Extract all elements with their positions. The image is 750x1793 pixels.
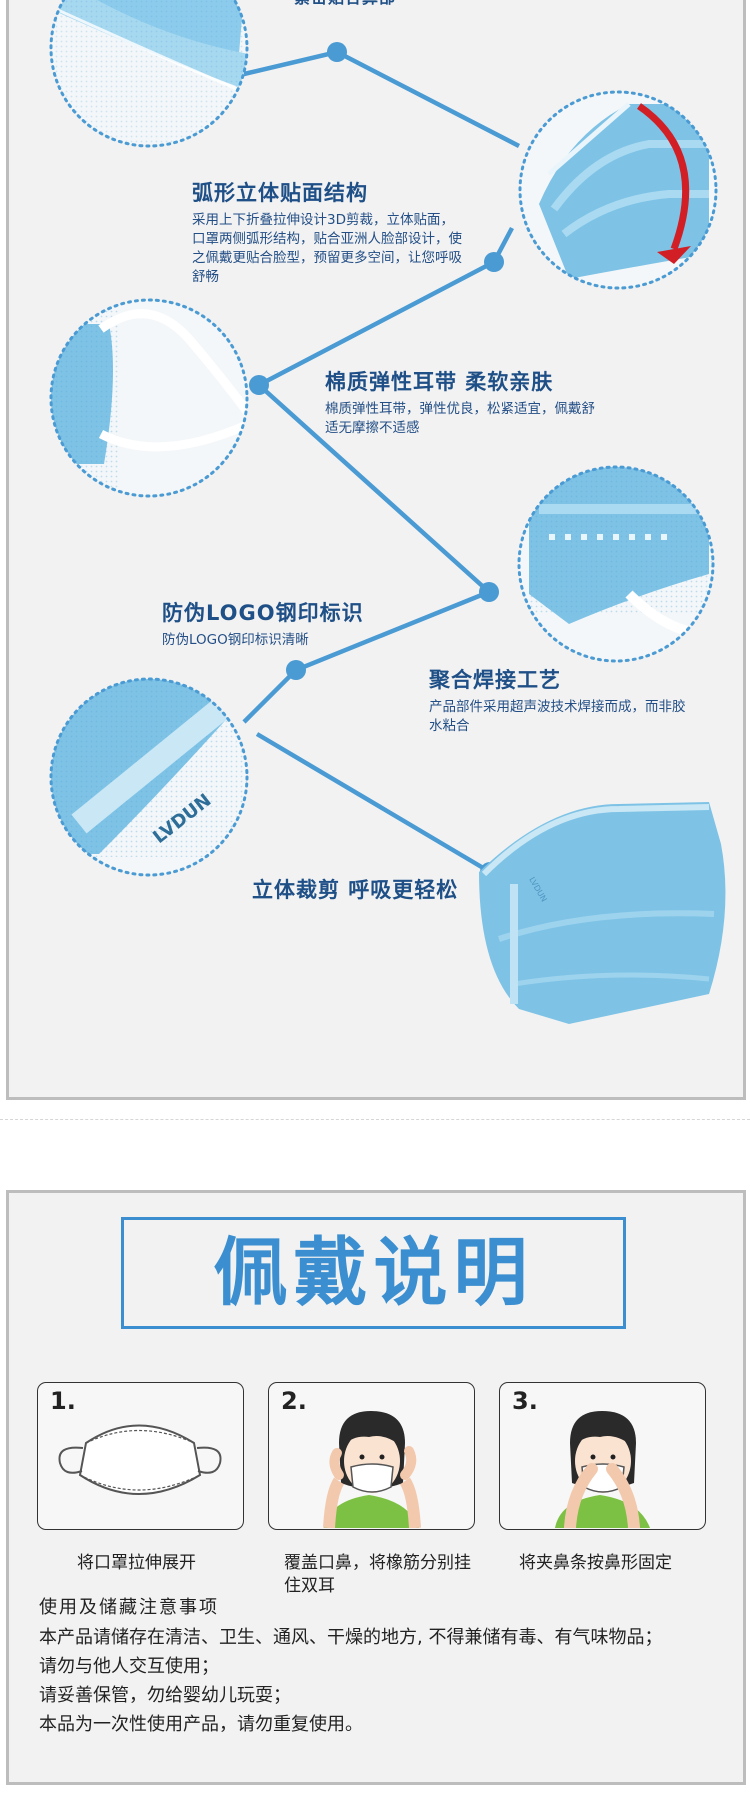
notes-list: 本产品请储存在清洁、卫生、通风、干燥的地方, 不得兼储有毒、有气味物品； 请勿与… xyxy=(39,1623,729,1739)
connector-nodes xyxy=(249,42,504,882)
press-nose-clip-illustration-icon xyxy=(555,1411,650,1529)
feature-3d-cut: 立体裁剪 呼吸更轻松 xyxy=(252,874,458,904)
welding-detail-image xyxy=(517,465,715,663)
feature-title: 立体裁剪 呼吸更轻松 xyxy=(252,878,459,902)
step-number: 3. xyxy=(512,1387,538,1415)
feature-ear-loop: 棉质弹性耳带 柔软亲肤 棉质弹性耳带，弹性优良，松紧适宜，佩戴舒适无摩擦不适感 xyxy=(325,366,595,438)
step-3-caption: 将夹鼻条按鼻形固定 xyxy=(519,1553,672,1573)
note-item: 本品为一次性使用产品，请勿重复使用。 xyxy=(39,1714,363,1735)
feature-title: 弧形立体贴面结构 xyxy=(192,181,368,205)
full-mask-image: LVDUN xyxy=(479,802,726,1024)
feature-desc: 产品部件采用超声波技术焊接而成，而非胶水粘合 xyxy=(429,699,686,734)
step-2-caption: 覆盖口鼻，将橡筋分别挂住双耳 xyxy=(284,1553,471,1596)
step-1-card: 1. xyxy=(37,1382,244,1530)
features-diagram: LVDUN LVDUN xyxy=(49,0,726,1024)
feature-desc: 采用上下折叠拉伸设计3D剪裁，立体贴面，口罩两侧弧形结构，贴合亚洲人脸部设计，使… xyxy=(192,212,462,285)
nose-wire-detail-image xyxy=(49,0,249,148)
logo-stamp-image: LVDUN xyxy=(49,677,249,877)
step-2-card: 2. xyxy=(268,1382,475,1530)
unfolded-mask-icon xyxy=(58,1424,222,1495)
wearing-instructions-panel: 佩戴说明 1. 2. 3. xyxy=(6,1190,746,1785)
feature-logo-stamp: 防伪LOGO钢印标识 防伪LOGO钢印标识清晰 xyxy=(162,597,432,650)
note-item: 请妥善保管，勿给婴幼儿玩耍； xyxy=(39,1685,291,1706)
feature-nose-fit: 紧密贴合鼻部 xyxy=(294,0,396,8)
section-divider xyxy=(0,1119,750,1120)
notes-title: 使用及储藏注意事项 xyxy=(39,1597,219,1618)
ear-loop-detail-image xyxy=(49,298,249,498)
connector-lines xyxy=(242,49,521,874)
wearing-title: 佩戴说明 xyxy=(121,1217,626,1329)
feature-title: 聚合焊接工艺 xyxy=(429,668,561,692)
feature-arc-structure: 弧形立体贴面结构 采用上下折叠拉伸设计3D剪裁，立体贴面，口罩两侧弧形结构，贴合… xyxy=(192,177,462,287)
features-panel: LVDUN LVDUN 紧密贴合鼻部 弧形立体贴面结构 采用上下折叠拉伸设计3D… xyxy=(6,0,746,1100)
feature-desc: 棉质弹性耳带，弹性优良，松紧适宜，佩戴舒适无摩擦不适感 xyxy=(325,401,595,436)
note-item: 请勿与他人交互使用； xyxy=(39,1656,219,1677)
feature-title: 防伪LOGO钢印标识 xyxy=(162,601,364,625)
cover-face-illustration-icon xyxy=(323,1411,421,1529)
step-1-caption: 将口罩拉伸展开 xyxy=(77,1553,196,1573)
step-number: 2. xyxy=(281,1387,307,1415)
feature-desc: 防伪LOGO钢印标识清晰 xyxy=(162,632,309,648)
feature-welding: 聚合焊接工艺 产品部件采用超声波技术焊接而成，而非胶水粘合 xyxy=(429,664,689,736)
step-number: 1. xyxy=(50,1387,76,1415)
feature-title: 棉质弹性耳带 柔软亲肤 xyxy=(325,370,554,394)
note-item: 本产品请储存在清洁、卫生、通风、干燥的地方, 不得兼储有毒、有气味物品； xyxy=(39,1627,663,1648)
arc-structure-image xyxy=(518,90,718,290)
feature-title: 紧密贴合鼻部 xyxy=(294,0,396,8)
step-3-card: 3. xyxy=(499,1382,706,1530)
